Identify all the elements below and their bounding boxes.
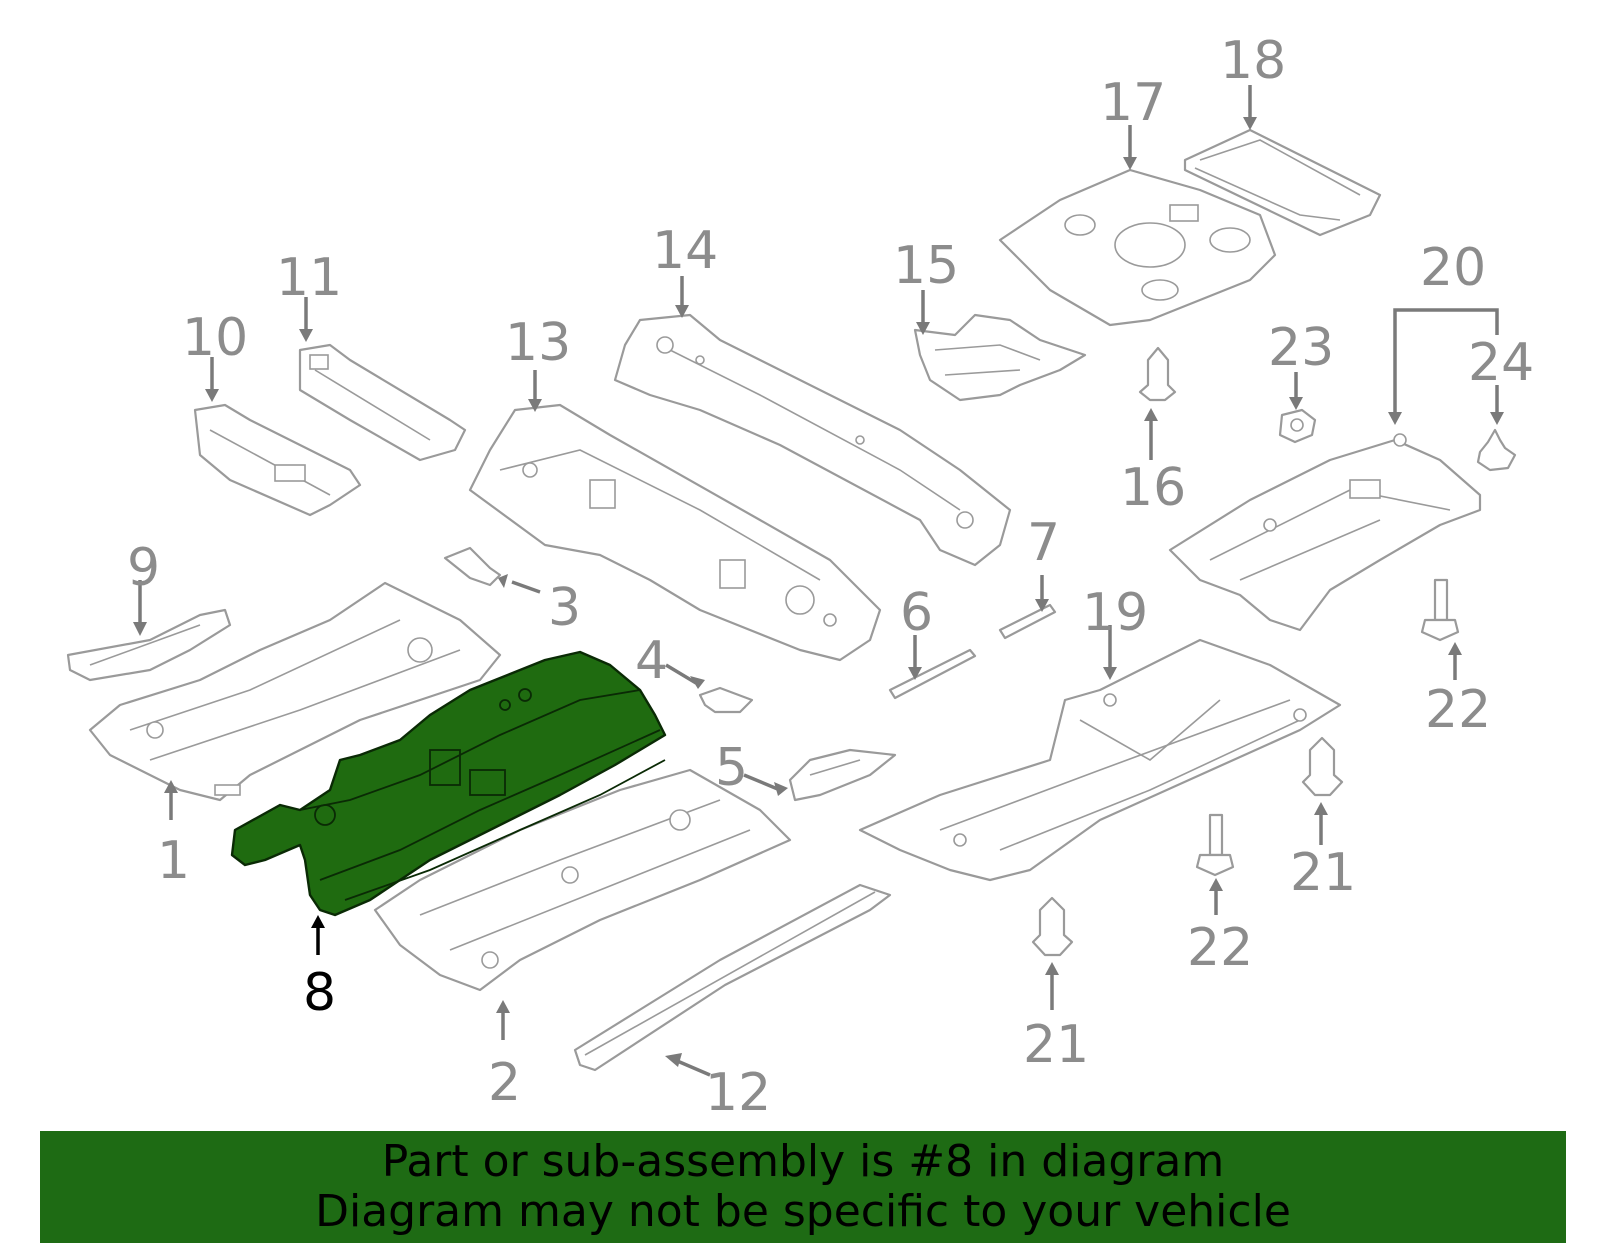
part-8-floor-tunnel-highlighted[interactable]	[230, 650, 667, 917]
callout-14: 14	[652, 221, 718, 281]
part-1-floor-panel[interactable]	[88, 581, 502, 802]
callout-19: 19	[1082, 583, 1148, 643]
callout-9: 9	[127, 538, 160, 598]
callout-24: 24	[1468, 333, 1534, 393]
callout-20: 20	[1420, 238, 1486, 298]
part-5-bracket[interactable]	[788, 748, 897, 802]
part-3-bracket[interactable]	[443, 546, 502, 587]
part-21-clip-right[interactable]	[1301, 736, 1344, 797]
callout-22-right: 22	[1425, 680, 1491, 740]
part-10-rail[interactable]	[193, 403, 362, 517]
callout-1: 1	[157, 831, 190, 891]
callout-21-right: 21	[1290, 843, 1356, 903]
callout-16: 16	[1120, 458, 1186, 518]
part-9-bracket[interactable]	[66, 608, 232, 682]
parts-diagram: 1 2 3 4 5 6 7 8 9 10 11 12 13 14 15 16 1…	[66, 31, 1534, 1123]
part-13-crossmember[interactable]	[468, 403, 882, 662]
part-11-rail[interactable]	[298, 343, 467, 462]
notice-banner: Part or sub-assembly is #8 in diagram Di…	[40, 1131, 1566, 1243]
part-17-rear-floor-panel[interactable]	[998, 168, 1277, 327]
part-22-bolt-middle[interactable]	[1195, 813, 1235, 877]
leader-lines	[133, 85, 1504, 1077]
part-4-bracket[interactable]	[698, 686, 754, 714]
part-22-bolt-right[interactable]	[1420, 578, 1460, 642]
part-12-sill[interactable]	[573, 883, 892, 1072]
callout-7: 7	[1027, 513, 1060, 573]
callout-22-middle: 22	[1187, 918, 1253, 978]
callout-4: 4	[635, 631, 668, 691]
part-14-crossmember[interactable]	[613, 313, 1012, 567]
callout-2: 2	[488, 1053, 521, 1113]
callout-18: 18	[1220, 31, 1286, 91]
banner-line-2: Diagram may not be specific to your vehi…	[315, 1186, 1291, 1237]
callout-10: 10	[182, 308, 248, 368]
callout-15: 15	[893, 236, 959, 296]
part-20-underbody-panel[interactable]	[1168, 433, 1482, 632]
part-6-strip[interactable]	[888, 648, 977, 700]
part-16-clip[interactable]	[1138, 346, 1177, 402]
part-7-strip[interactable]	[998, 603, 1057, 640]
part-15-bracket[interactable]	[913, 313, 1087, 402]
callout-13: 13	[505, 313, 571, 373]
part-23-nut[interactable]	[1278, 408, 1317, 444]
banner-line-1: Part or sub-assembly is #8 in diagram	[381, 1136, 1225, 1187]
callout-8: 8	[303, 963, 336, 1023]
callout-12: 12	[705, 1063, 771, 1123]
callout-17: 17	[1100, 73, 1166, 133]
callout-3: 3	[548, 578, 581, 638]
callout-21-bottom: 21	[1023, 1015, 1089, 1075]
callout-6: 6	[900, 583, 933, 643]
callout-labels: 1 2 3 4 5 6 7 8 9 10 11 12 13 14 15 16 1…	[127, 31, 1534, 1123]
part-19-underbody-shield[interactable]	[858, 638, 1342, 882]
part-21-clip-middle[interactable]	[1031, 896, 1074, 957]
callout-23: 23	[1268, 318, 1334, 378]
callout-5: 5	[715, 738, 748, 798]
callout-11: 11	[276, 248, 342, 308]
part-24-clip[interactable]	[1476, 428, 1517, 472]
